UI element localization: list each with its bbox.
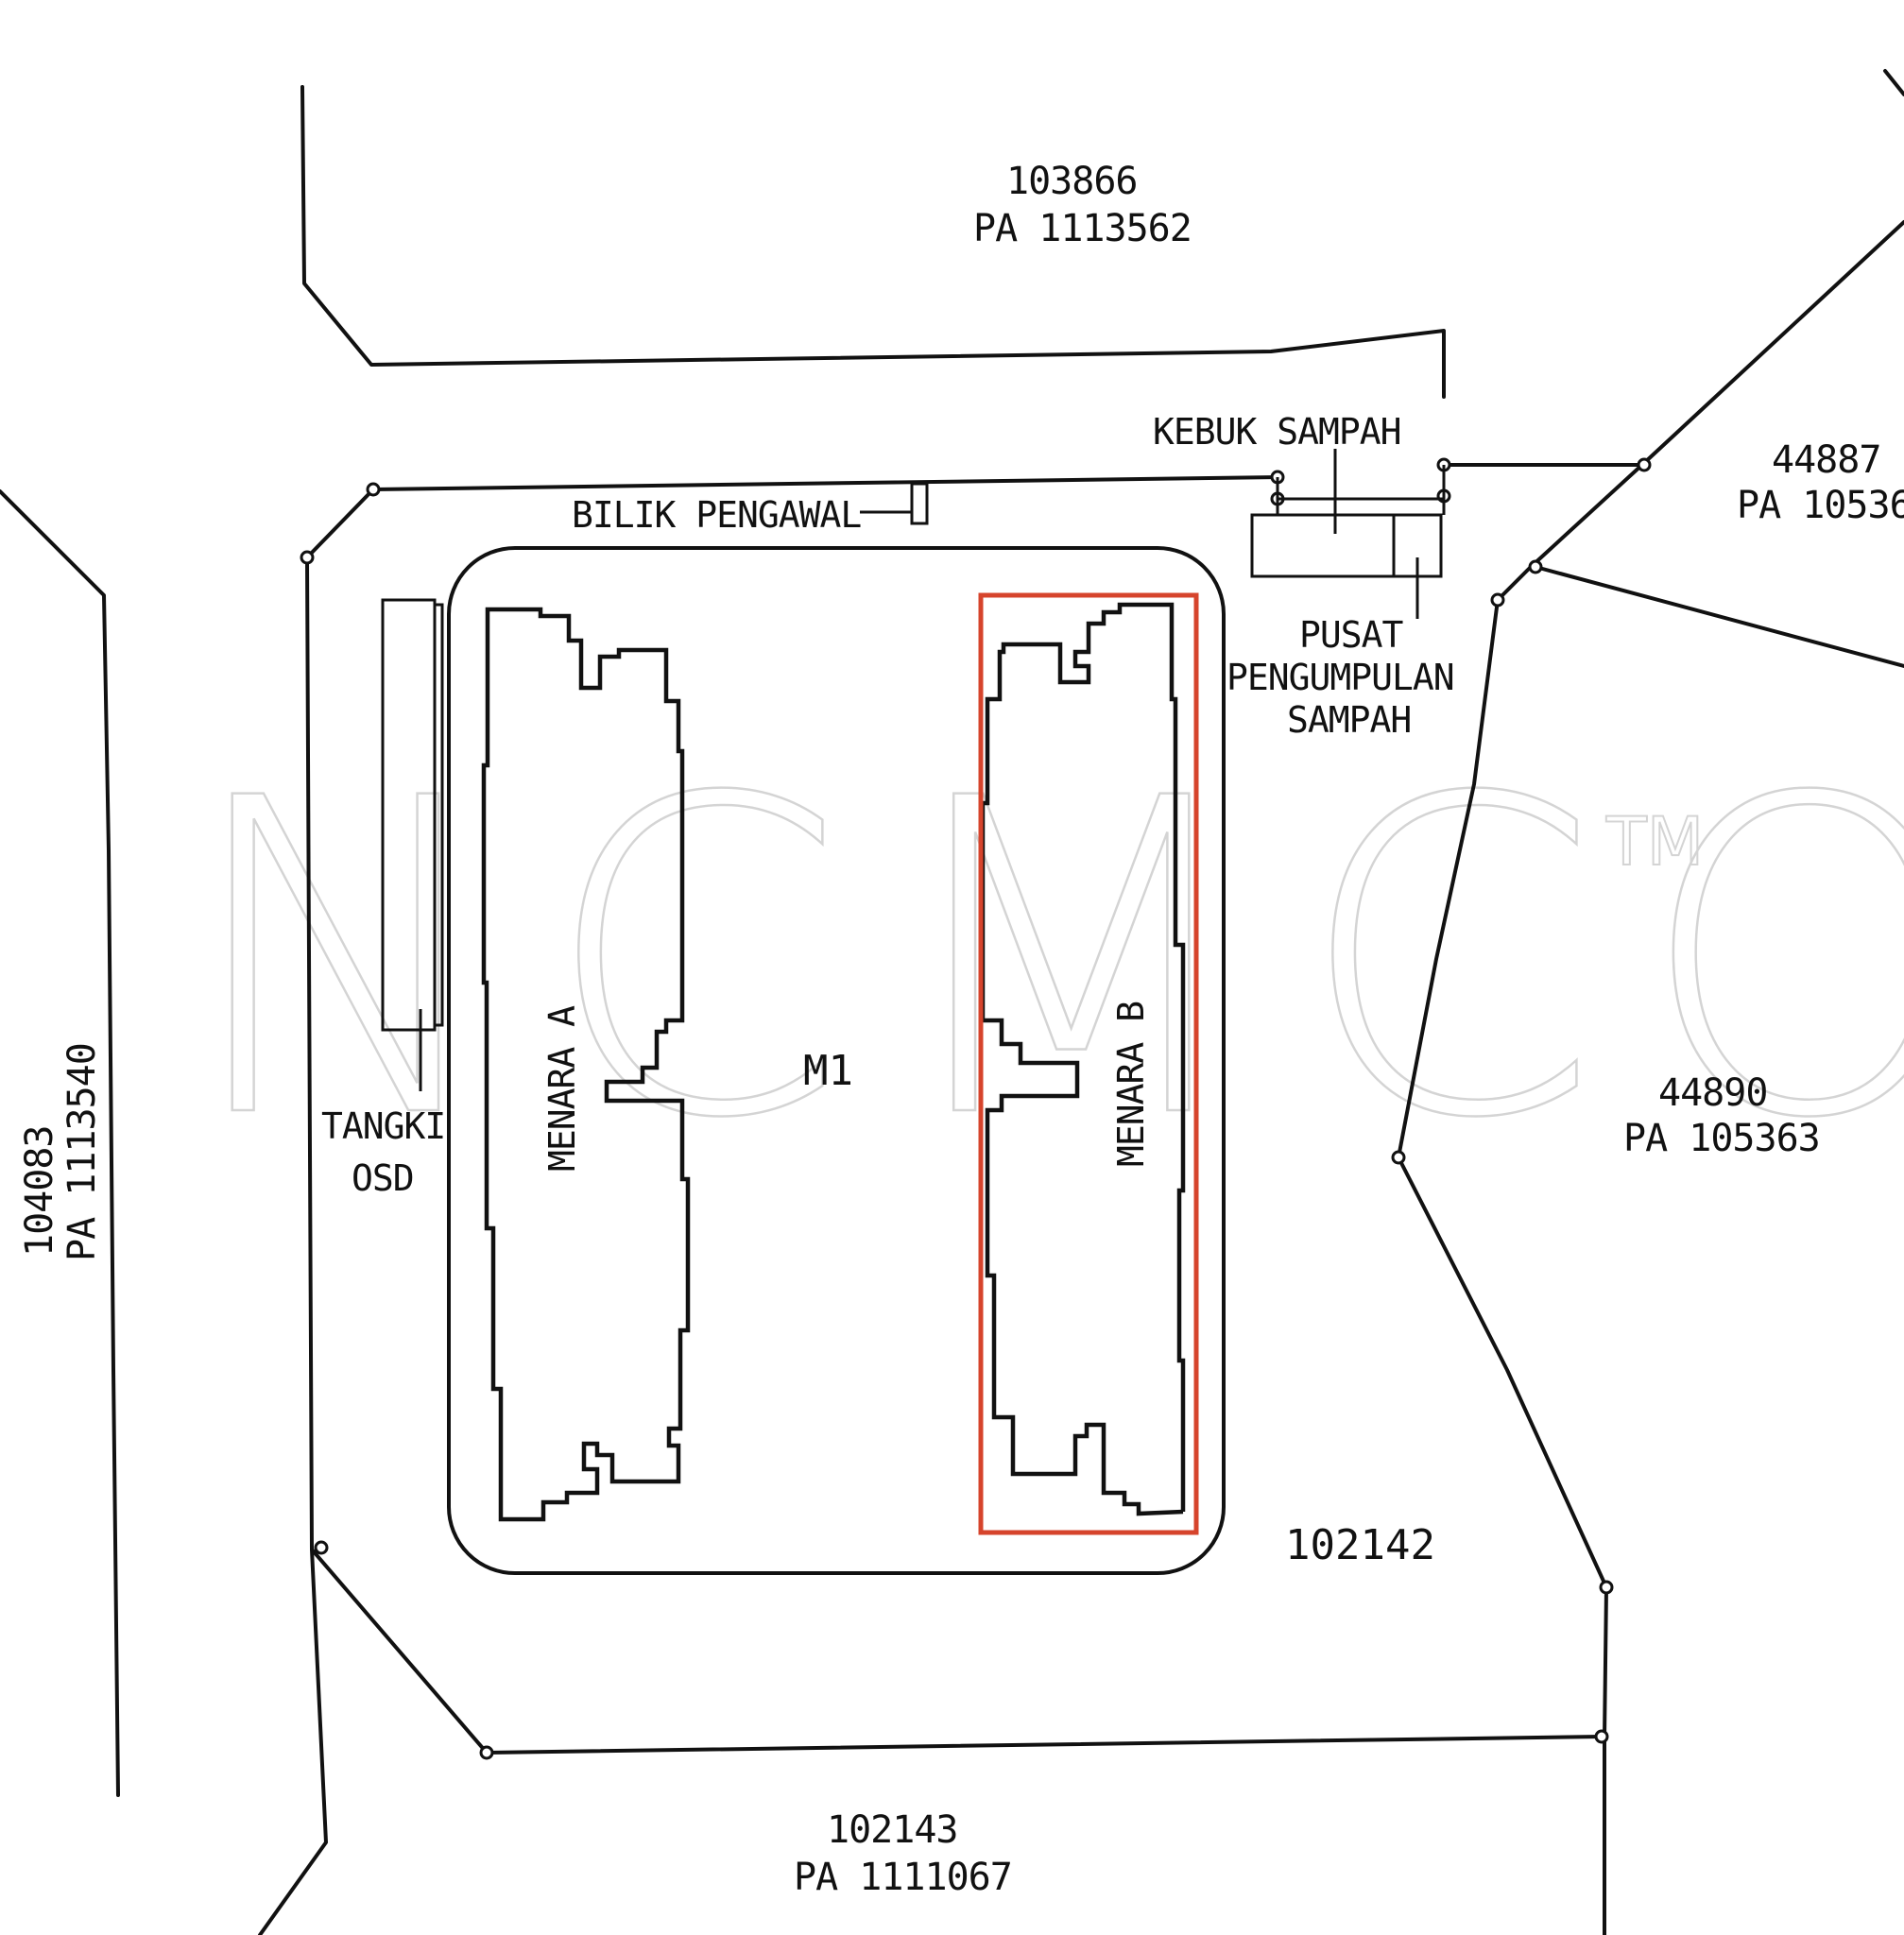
refuse-centre-line-1: PUSAT xyxy=(1299,614,1403,656)
zone-m1-label: M1 xyxy=(803,1047,853,1095)
northeast-diagonal xyxy=(1496,220,1904,602)
guard-house xyxy=(860,482,929,525)
tower-b-highlight xyxy=(978,592,1199,1535)
north-lot-pa: PA 1113562 xyxy=(973,207,1192,250)
watermark-text: NCMCO xyxy=(180,708,1904,1213)
survey-node xyxy=(479,1745,494,1760)
survey-node xyxy=(300,550,315,565)
east-lot-line xyxy=(1534,565,1904,668)
tower-b-footprint xyxy=(980,602,1186,1516)
south-lot-pa: PA 1111067 xyxy=(794,1856,1012,1899)
site-boundary-north xyxy=(371,475,1282,491)
tower-b-label-group: MENARA B xyxy=(1110,1002,1152,1167)
refuse-structure xyxy=(1250,449,1446,619)
tower-b-label: MENARA B xyxy=(1110,1002,1152,1167)
refuse-building xyxy=(1250,513,1443,578)
southwest-boundary xyxy=(258,1548,328,1935)
tower-a-footprint xyxy=(481,607,691,1522)
lot-boundaries xyxy=(0,69,1904,1935)
survey-node xyxy=(1637,457,1652,472)
north-lot-boundary xyxy=(300,85,1446,399)
west-lot-pa: PA 1113540 xyxy=(60,1043,104,1261)
northeast-corner-tick xyxy=(1883,69,1904,96)
osd-tank-line-1: TANGKI xyxy=(321,1105,445,1147)
east-boundary xyxy=(1397,598,1608,1935)
survey-node xyxy=(314,1540,329,1555)
west-lot-number: 104083 xyxy=(18,1126,61,1258)
survey-node xyxy=(366,482,381,497)
survey-node xyxy=(1599,1580,1614,1595)
west-lot-label: 104083 xyxy=(18,1126,61,1258)
survey-nodes xyxy=(300,457,1652,1760)
site-lot-number: 102142 xyxy=(1285,1521,1435,1569)
survey-node xyxy=(1490,592,1505,608)
guard-house-box xyxy=(910,482,929,525)
survey-node xyxy=(1594,1729,1609,1744)
osd-tank-inner xyxy=(433,603,444,1027)
podium-enclosure xyxy=(447,546,1226,1575)
west-lot-pa-label: PA 1113540 xyxy=(60,1043,104,1261)
east-lot-pa: PA 105363 xyxy=(1623,1117,1820,1160)
refuse-centre-line-2: PENGUMPULAN xyxy=(1226,657,1454,698)
watermark-tm: TM xyxy=(1605,803,1704,881)
refuse-chamber-label: KEBUK SAMPAH xyxy=(1153,411,1401,453)
northeast-lot-pa: PA 105362 xyxy=(1737,484,1904,527)
tower-a-label: MENARA A xyxy=(541,1005,583,1172)
survey-node xyxy=(1391,1150,1406,1165)
osd-tank-line-2: OSD xyxy=(352,1157,414,1199)
south-lot-number: 102143 xyxy=(827,1808,958,1852)
west-lot-boundary xyxy=(0,489,120,1797)
east-lot-number: 44890 xyxy=(1658,1071,1767,1115)
guard-house-label: BILIK PENGAWAL xyxy=(572,494,861,536)
osd-tank xyxy=(381,598,444,1091)
refuse-centre-line-3: SAMPAH xyxy=(1287,699,1411,741)
survey-node xyxy=(1528,559,1543,574)
tower-a-label-group: MENARA A xyxy=(541,1005,583,1172)
northeast-lot-number: 44887 xyxy=(1772,438,1880,482)
north-lot-number: 103866 xyxy=(1006,160,1138,203)
